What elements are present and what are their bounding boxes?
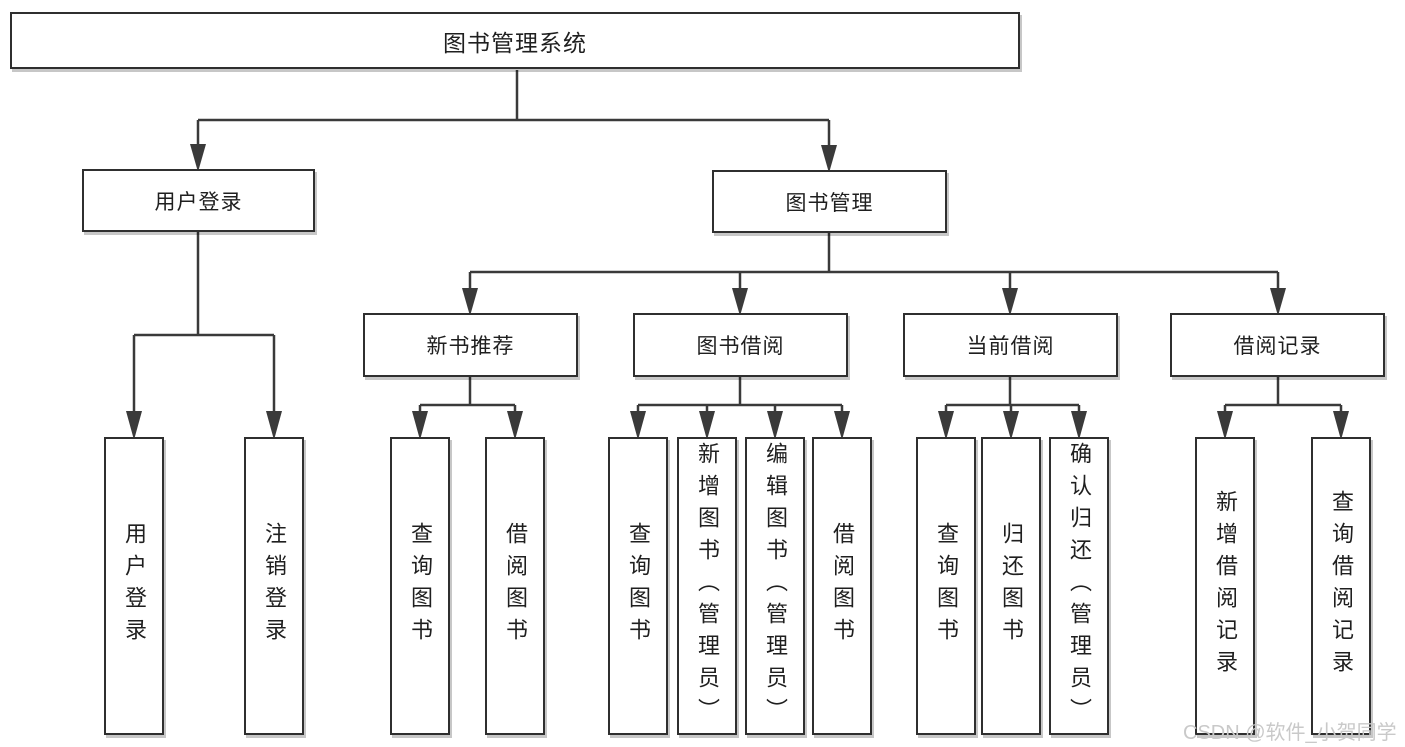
leaf-label: 查询借阅记录 xyxy=(1329,490,1354,682)
leaf-borrow-books-1: 借阅图书 xyxy=(485,437,545,735)
node-library-management-system: 图书管理系统 xyxy=(10,12,1020,69)
leaf-label: 借阅图书 xyxy=(503,522,528,650)
leaf-add-borrow-record: 新增借阅记录 xyxy=(1195,437,1255,735)
leaf-query-books-2: 查询图书 xyxy=(608,437,668,735)
node-new-book-recommendation: 新书推荐 xyxy=(363,313,578,377)
leaf-query-books-3: 查询图书 xyxy=(916,437,976,735)
leaf-label: 编辑图书（管理员） xyxy=(763,442,788,730)
leaf-label: 查询图书 xyxy=(408,522,433,650)
leaf-label: 新增图书（管理员） xyxy=(695,442,720,730)
leaf-label: 归还图书 xyxy=(999,522,1024,650)
leaf-label: 新增借阅记录 xyxy=(1213,490,1238,682)
leaf-label: 确认归还（管理员） xyxy=(1067,442,1092,730)
leaf-return-books: 归还图书 xyxy=(981,437,1041,735)
leaf-query-books-1: 查询图书 xyxy=(390,437,450,735)
leaf-label: 注销登录 xyxy=(262,522,287,650)
leaf-add-books-admin: 新增图书（管理员） xyxy=(677,437,737,735)
node-book-borrowing: 图书借阅 xyxy=(633,313,848,377)
leaf-label: 查询图书 xyxy=(626,522,651,650)
csdn-watermark: CSDN @软件_小贺同学 xyxy=(1183,722,1397,744)
leaf-label: 借阅图书 xyxy=(830,522,855,650)
leaf-user-login: 用户登录 xyxy=(104,437,164,735)
leaf-label: 查询图书 xyxy=(934,522,959,650)
leaf-edit-books-admin: 编辑图书（管理员） xyxy=(745,437,805,735)
node-borrowing-records: 借阅记录 xyxy=(1170,313,1385,377)
node-user-login: 用户登录 xyxy=(82,169,315,232)
node-current-borrowing: 当前借阅 xyxy=(903,313,1118,377)
leaf-confirm-return-admin: 确认归还（管理员） xyxy=(1049,437,1109,735)
leaf-label: 用户登录 xyxy=(122,522,147,650)
leaf-query-borrow-record: 查询借阅记录 xyxy=(1311,437,1371,735)
leaf-logout: 注销登录 xyxy=(244,437,304,735)
leaf-borrow-books-2: 借阅图书 xyxy=(812,437,872,735)
node-book-management: 图书管理 xyxy=(712,170,947,233)
